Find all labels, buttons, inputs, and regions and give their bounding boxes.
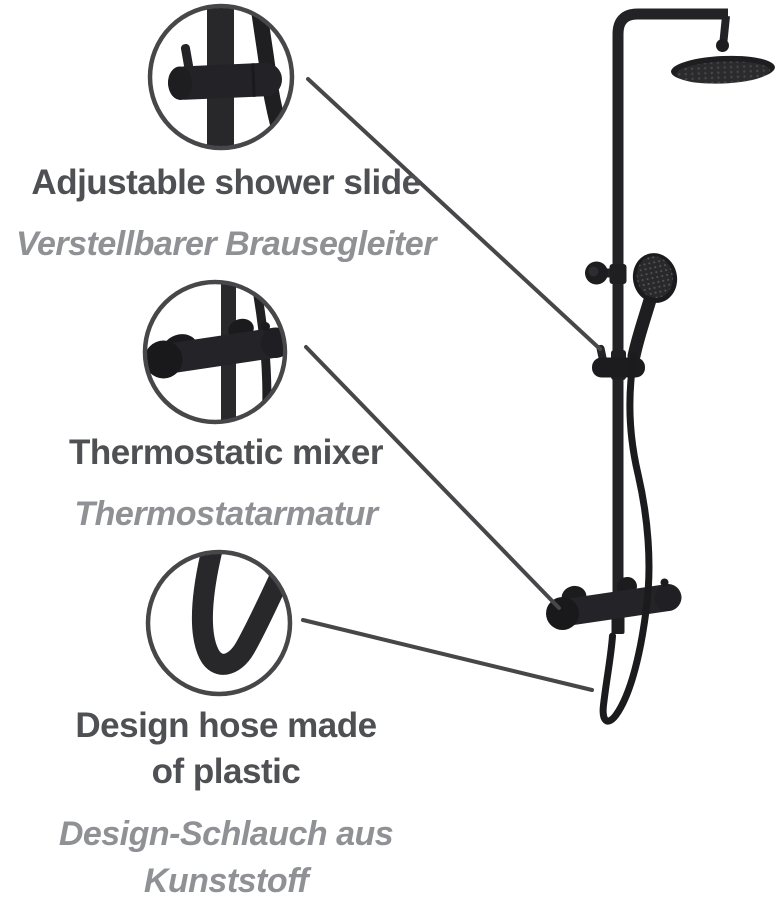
leader-line-design-hose bbox=[301, 618, 594, 692]
label-design-hose-en-line2: of plastic bbox=[151, 752, 301, 791]
hand-shower-handle bbox=[627, 293, 657, 363]
wall-bracket bbox=[585, 261, 627, 285]
leader-line-shower-slide bbox=[306, 77, 602, 351]
callout-circle-thermostatic-mixer bbox=[142, 279, 288, 425]
label-adjustable-shower-slide-en: Adjustable shower slide bbox=[31, 163, 421, 202]
rain-head-stem bbox=[719, 15, 730, 42]
shower-rail bbox=[612, 8, 728, 614]
leader-line-thermostatic-mixer bbox=[304, 345, 561, 610]
callout-circle-shower-slide bbox=[147, 3, 295, 151]
zoom-hose-bend bbox=[191, 554, 288, 675]
label-design-hose-de-line1: Design-Schlauch aus bbox=[58, 815, 394, 853]
label-design-hose-en-line1: Design hose made bbox=[75, 706, 377, 745]
zoom-mixer-right-cap bbox=[260, 328, 283, 358]
zoom-slide-pin bbox=[180, 44, 194, 70]
shower-hose bbox=[599, 352, 653, 725]
label-adjustable-shower-slide-de-block: Verstellbarer Brausegleiter bbox=[0, 221, 452, 268]
zoom-slide-cylinder bbox=[168, 62, 282, 100]
label-adjustable-shower-slide: Adjustable shower slide bbox=[0, 160, 452, 206]
label-thermostatic-mixer-en: Thermostatic mixer bbox=[69, 433, 383, 472]
label-adjustable-shower-slide-de: Verstellbarer Brausegleiter bbox=[16, 225, 436, 263]
zoom-mixer-body bbox=[151, 327, 283, 374]
rain-shower-head bbox=[671, 55, 775, 84]
thermostatic-mixer bbox=[546, 576, 682, 634]
zoom-mixer-button bbox=[261, 322, 270, 331]
label-thermostatic-mixer-de-block: Thermostatarmatur bbox=[0, 491, 452, 538]
hand-shower bbox=[627, 253, 678, 363]
label-design-hose-de-line2: Kunststoff bbox=[143, 862, 309, 900]
label-thermostatic-mixer-de: Thermostatarmatur bbox=[74, 495, 378, 533]
label-design-hose: Design hose made of plastic bbox=[0, 703, 452, 795]
label-design-hose-de-block: Design-Schlauch aus Kunststoff bbox=[0, 811, 452, 900]
rain-head-ball-joint bbox=[716, 39, 729, 52]
callout-circle-design-hose bbox=[145, 549, 293, 697]
shower-system-product bbox=[546, 8, 775, 725]
label-thermostatic-mixer: Thermostatic mixer bbox=[0, 430, 452, 476]
zoom-mixer-left-knob bbox=[147, 340, 183, 379]
